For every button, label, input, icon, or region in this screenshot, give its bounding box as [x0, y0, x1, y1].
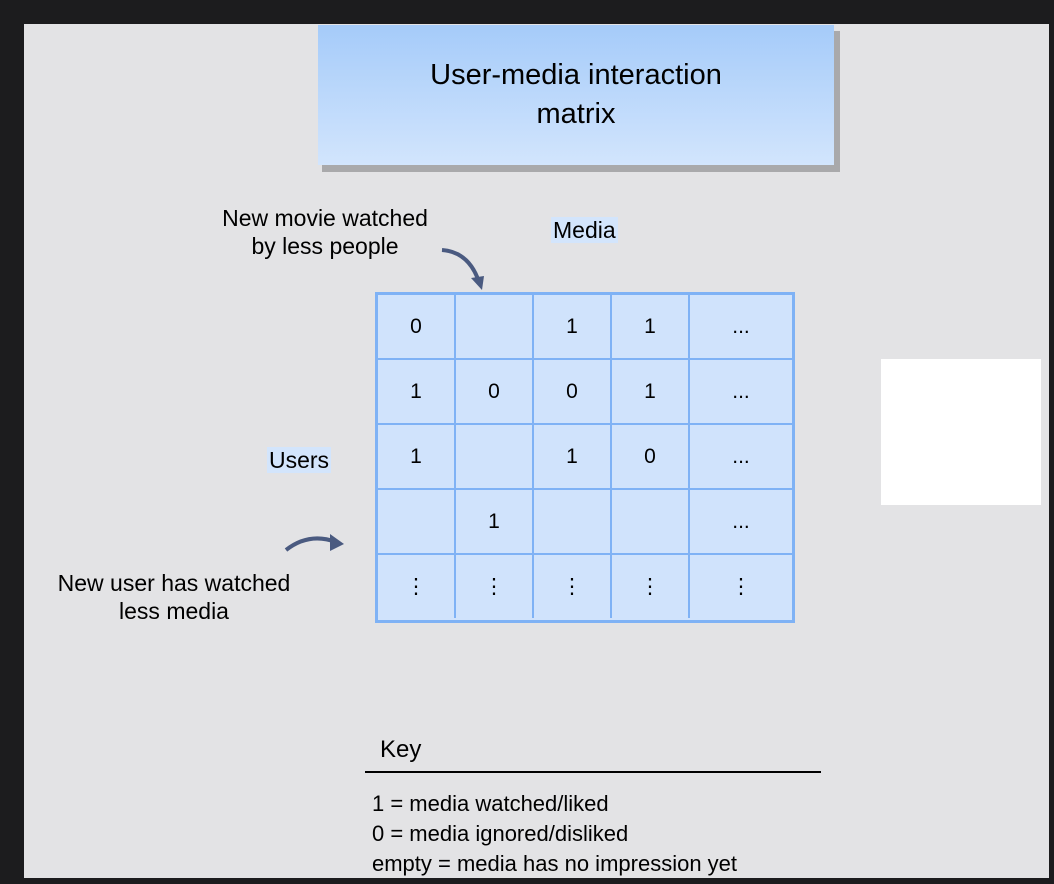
matrix-cell: 1 — [612, 295, 690, 360]
key-divider — [365, 771, 821, 773]
title-box: User-media interaction matrix — [318, 25, 834, 165]
matrix-cell: 1 — [378, 360, 456, 425]
key-item: 1 = media watched/liked — [372, 791, 609, 816]
matrix-cell: ... — [690, 490, 792, 555]
new-user-arrowhead — [330, 534, 344, 551]
matrix-cell: 0 — [456, 360, 534, 425]
annotation-line: New user has watched — [57, 570, 291, 596]
annotation-line: New movie watched — [222, 205, 428, 231]
matrix-cell: ⋮ — [534, 555, 612, 618]
new-user-annotation: New user has watched less media — [34, 569, 314, 625]
matrix-cell: ⋮ — [730, 575, 752, 598]
matrix-cell — [456, 295, 534, 360]
matrix-cell — [612, 490, 690, 555]
key-item: 0 = media ignored/disliked — [372, 821, 629, 846]
matrix-cell: 1 — [456, 490, 534, 555]
new-movie-arrowhead — [471, 276, 484, 290]
matrix-cell: 1 — [534, 425, 612, 490]
key-item: empty = media has no impression yet — [372, 851, 738, 876]
matrix-cell: ⋮ — [378, 555, 456, 618]
matrix-cell: ⋮ — [612, 555, 690, 618]
media-label: Media — [551, 217, 618, 243]
matrix-cell: ... — [690, 425, 792, 490]
matrix-cell: 1 — [534, 295, 612, 360]
diagram-title: User-media interaction matrix — [430, 59, 722, 130]
key-title: Key — [380, 736, 422, 763]
arrows — [284, 248, 484, 552]
new-movie-annotation: New movie watched by less people — [200, 204, 450, 260]
key-list: 1 = media watched/liked 0 = media ignore… — [372, 789, 737, 879]
matrix-cell: 0 — [612, 425, 690, 490]
new-user-arrow — [284, 536, 337, 552]
matrix-cell: 0 — [534, 360, 612, 425]
users-label: Users — [267, 447, 332, 473]
matrix-cell: 1 — [378, 425, 456, 490]
matrix-cell — [534, 490, 612, 555]
annotation-line: by less people — [251, 233, 399, 259]
annotation-line: less media — [119, 598, 229, 624]
matrix-cell — [378, 490, 456, 555]
diagram-canvas: User-media interaction matrix New movie … — [24, 24, 1049, 878]
matrix-cell: 1 — [612, 360, 690, 425]
blank-rectangle — [881, 359, 1041, 505]
matrix-cell: 0 — [378, 295, 456, 360]
matrix-cell — [456, 425, 534, 490]
matrix-cell: ... — [690, 295, 792, 360]
matrix-cell: ⋮ — [456, 555, 534, 618]
matrix-cell: ... — [690, 360, 792, 425]
new-movie-arrow — [441, 248, 481, 283]
